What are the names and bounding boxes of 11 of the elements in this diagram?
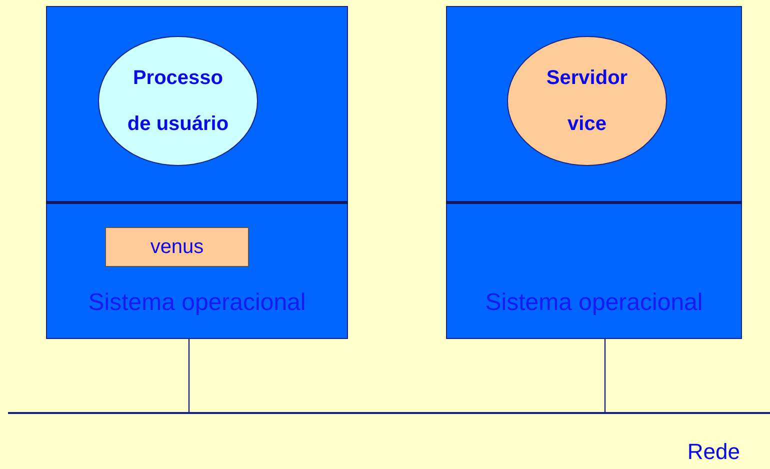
- node-label: Rede: [687, 438, 740, 466]
- computer-box: [46, 6, 348, 339]
- module-box: [105, 227, 249, 267]
- computer-box: [446, 6, 742, 339]
- node-label: Servidor vice: [545, 66, 629, 137]
- connector-line: [188, 339, 190, 412]
- node-label: venus: [150, 235, 204, 260]
- node-label: Processo de usuário: [126, 66, 230, 137]
- node-label: Sistema operacional: [485, 288, 703, 318]
- connector-line: [604, 339, 606, 412]
- node-label: Sistema operacional: [88, 288, 306, 318]
